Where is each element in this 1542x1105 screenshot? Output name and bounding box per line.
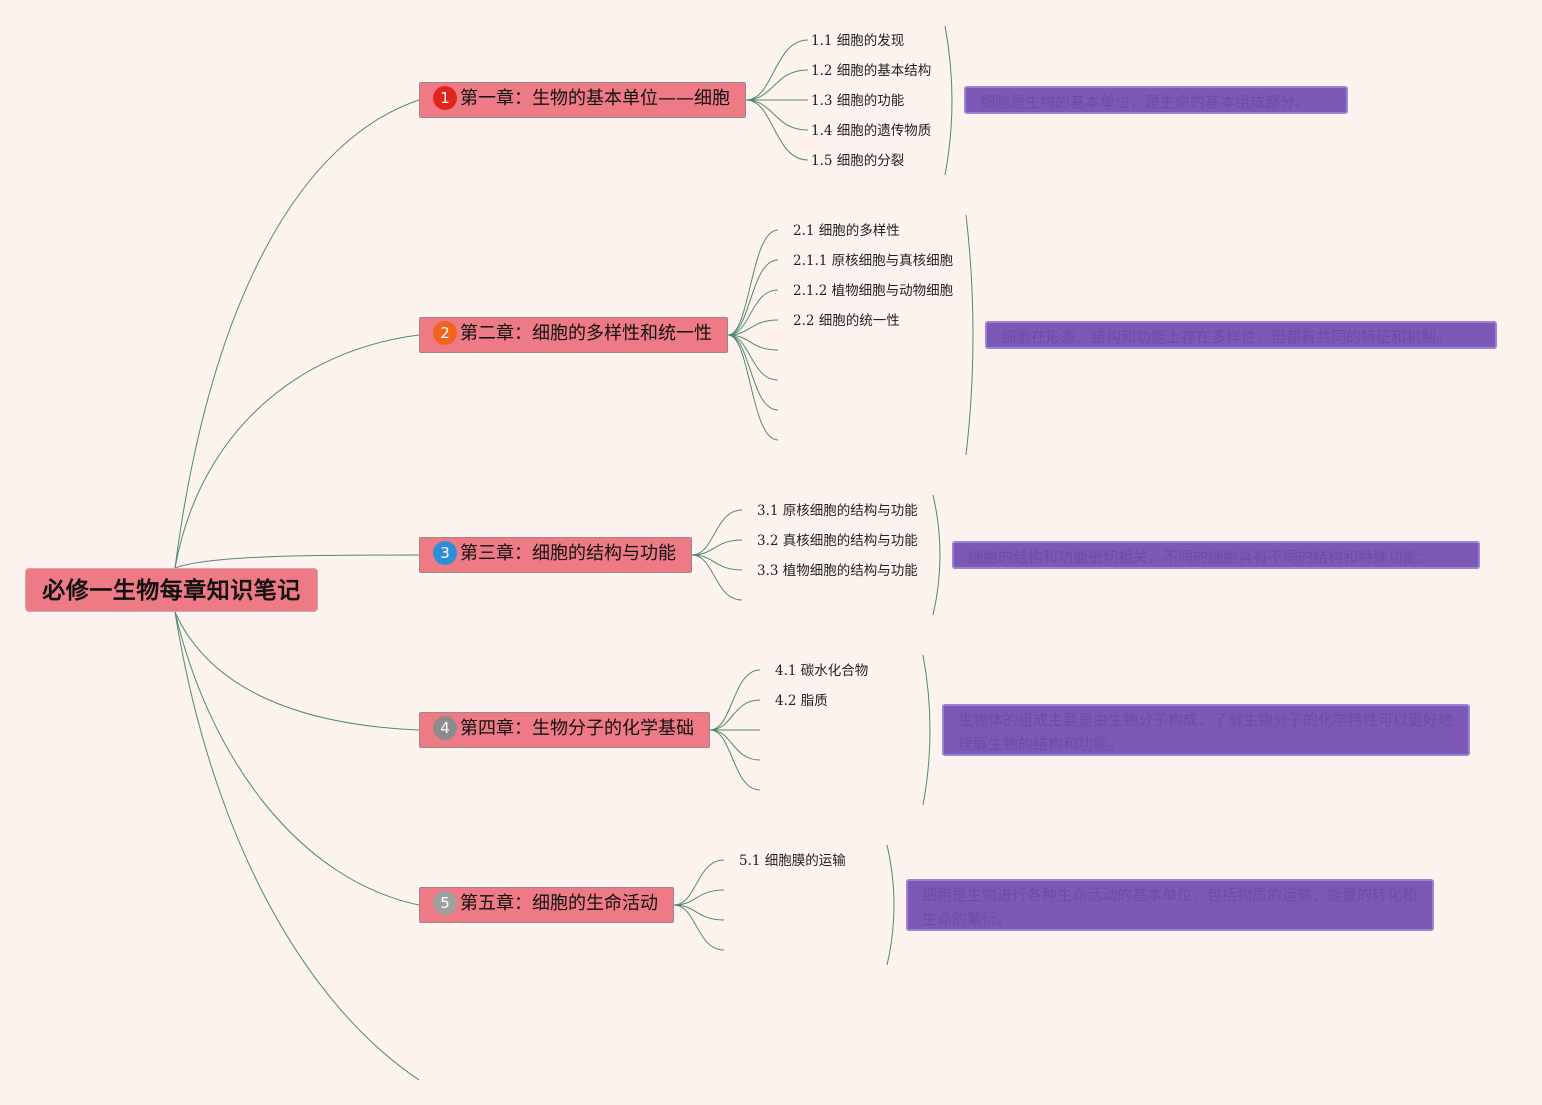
chapter-4-summary[interactable]: 生物体的组成主要是由生物分子构成，了解生物分子的化学特性可以更好地理解生物的结构… <box>942 704 1470 756</box>
chapter-3-summary[interactable]: 细胞的结构和功能密切相关，不同的细胞具有不同的结构和特殊功能。 <box>952 541 1480 569</box>
subtopic-link-5-3 <box>673 904 725 921</box>
chapter-2-label: 第二章：细胞的多样性和统一性 <box>460 323 712 344</box>
subtopic-3-3[interactable]: 3.3 植物细胞的结构与功能 <box>757 563 918 579</box>
summary-bracket-3 <box>932 494 941 616</box>
chapter-1-label: 第一章：生物的基本单位——细胞 <box>460 88 730 109</box>
root-link-1 <box>174 99 420 569</box>
subtopic-link-1-5 <box>745 99 809 161</box>
subtopic-4-2[interactable]: 4.2 脂质 <box>775 693 828 709</box>
root-node[interactable]: 必修一生物每章知识笔记 <box>25 568 318 612</box>
summary-bracket-4 <box>922 654 931 806</box>
chapter-1-number-badge: 1 <box>433 86 457 110</box>
subtopic-link-1-1 <box>745 39 809 101</box>
subtopic-2-1-1[interactable]: 2.1.1 原核细胞与真核细胞 <box>793 253 954 269</box>
summary-bracket-1 <box>944 25 953 176</box>
subtopic-1-3[interactable]: 1.3 细胞的功能 <box>811 93 905 109</box>
subtopic-1-4[interactable]: 1.4 细胞的遗传物质 <box>811 123 932 139</box>
subtopic-link-4-1 <box>709 669 761 731</box>
subtopic-link-2-4 <box>727 319 779 336</box>
subtopic-link-2-1 <box>727 229 779 336</box>
root-link-2 <box>174 334 420 569</box>
chapter-5-summary[interactable]: 细胞是生物进行各种生命活动的基本单位，包括物质的运输、能量的转化和生命的繁衍。 <box>906 879 1434 931</box>
subtopic-link-2-5 <box>727 334 779 351</box>
subtopic-1-1[interactable]: 1.1 细胞的发现 <box>811 33 905 49</box>
subtopic-1-5[interactable]: 1.5 细胞的分裂 <box>811 153 905 169</box>
root-link-6 <box>174 611 420 1081</box>
subtopic-2-1[interactable]: 2.1 细胞的多样性 <box>793 223 900 239</box>
subtopic-3-1[interactable]: 3.1 原核细胞的结构与功能 <box>757 503 918 519</box>
chapter-4-summary-text: 生物体的组成主要是由生物分子构成，了解生物分子的化学特性可以更好地理解生物的结构… <box>958 711 1454 753</box>
subtopic-link-5-1 <box>673 859 725 906</box>
chapter-1-summary-text: 细胞是生物的基本单位，是生命的基本组成部分。 <box>980 93 1311 111</box>
summary-bracket-5 <box>886 844 895 966</box>
subtopic-link-5-2 <box>673 889 725 906</box>
chapter-1-summary[interactable]: 细胞是生物的基本单位，是生命的基本组成部分。 <box>964 86 1348 114</box>
subtopic-link-1-2 <box>745 69 809 101</box>
subtopic-link-3-4 <box>691 554 743 601</box>
subtopic-link-4-2 <box>709 699 761 731</box>
subtopic-link-5-4 <box>673 904 725 951</box>
chapter-4-number-badge: 4 <box>433 716 457 740</box>
chapter-2-summary-text: 细胞在形态、结构和功能上存在多样性，但都有共同的特征和机制。 <box>1001 328 1452 346</box>
subtopic-2-1-2[interactable]: 2.1.2 植物细胞与动物细胞 <box>793 283 954 299</box>
chapter-5-number-badge: 5 <box>433 891 457 915</box>
chapter-5-label: 第五章：细胞的生命活动 <box>460 893 658 914</box>
summary-bracket-2 <box>965 214 974 456</box>
subtopic-link-2-6 <box>727 334 779 381</box>
subtopic-link-3-1 <box>691 509 743 556</box>
subtopic-link-2-3 <box>727 289 779 336</box>
subtopic-5-1[interactable]: 5.1 细胞膜的运输 <box>739 853 846 869</box>
subtopic-4-1[interactable]: 4.1 碳水化合物 <box>775 663 869 679</box>
subtopic-1-2[interactable]: 1.2 细胞的基本结构 <box>811 63 932 79</box>
chapter-3-label: 第三章：细胞的结构与功能 <box>460 543 676 564</box>
subtopic-3-2[interactable]: 3.2 真核细胞的结构与功能 <box>757 533 918 549</box>
subtopic-link-1-4 <box>745 99 809 131</box>
subtopic-link-3-2 <box>691 539 743 556</box>
subtopic-link-2-7 <box>727 334 779 411</box>
chapter-2-summary[interactable]: 细胞在形态、结构和功能上存在多样性，但都有共同的特征和机制。 <box>985 321 1497 349</box>
root-link-3 <box>174 554 420 569</box>
chapter-3-summary-text: 细胞的结构和功能密切相关，不同的细胞具有不同的结构和特殊功能。 <box>968 548 1434 566</box>
subtopic-link-3-3 <box>691 554 743 571</box>
subtopic-2-2[interactable]: 2.2 细胞的统一性 <box>793 313 900 329</box>
root-link-5 <box>174 611 420 906</box>
subtopic-link-4-4 <box>709 729 761 761</box>
chapter-5-summary-text: 细胞是生物进行各种生命活动的基本单位，包括物质的运输、能量的转化和生命的繁衍。 <box>922 886 1418 928</box>
chapter-4-label: 第四章：生物分子的化学基础 <box>460 718 694 739</box>
chapter-2-number-badge: 2 <box>433 321 457 345</box>
subtopic-link-2-2 <box>727 259 779 336</box>
root-link-4 <box>174 611 420 731</box>
subtopic-link-2-8 <box>727 334 779 441</box>
subtopic-link-4-5 <box>709 729 761 791</box>
chapter-3-number-badge: 3 <box>433 541 457 565</box>
